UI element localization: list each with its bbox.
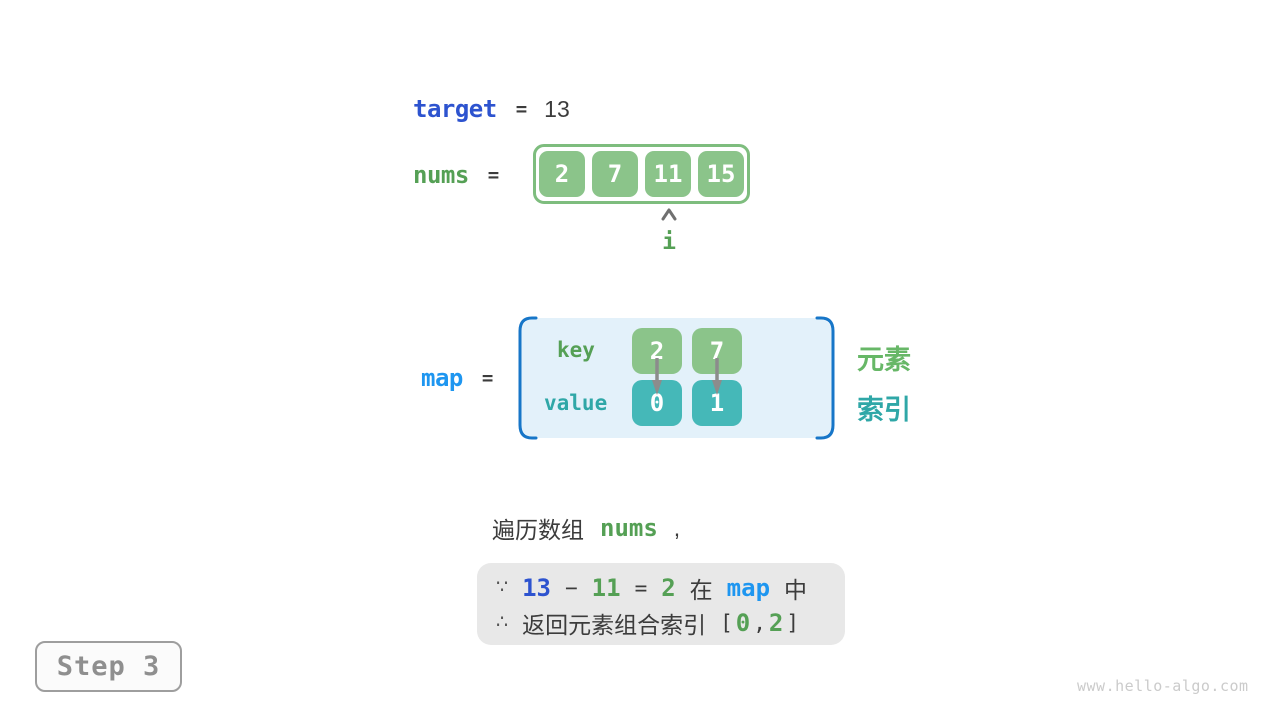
map-value-cell: 1 bbox=[692, 380, 742, 426]
equals-sign: = bbox=[487, 164, 500, 186]
map-variable: map bbox=[421, 364, 463, 392]
step-label: Step 3 bbox=[56, 651, 161, 682]
equals-sign: = bbox=[515, 98, 528, 120]
key-to-value-arrow-icon bbox=[652, 358, 662, 395]
because-symbol: ∵ bbox=[496, 577, 509, 598]
array-cell: 15 bbox=[698, 151, 744, 197]
target-assignment: target = 13 bbox=[413, 93, 570, 125]
target-number: 13 bbox=[522, 573, 551, 602]
open-bracket: [ bbox=[720, 610, 733, 635]
map-container: key value 2 7 0 1 bbox=[518, 316, 835, 440]
array-cell: 11 bbox=[645, 151, 691, 197]
conclusion-line-therefore: ∴ 返回元素组合索引 [ 0 , 2 ] bbox=[496, 605, 845, 640]
key-to-value-arrow-icon bbox=[712, 358, 722, 395]
nums-array: 2 7 11 15 bbox=[533, 144, 750, 204]
comma: , bbox=[753, 610, 766, 635]
result-index-2: 2 bbox=[768, 608, 784, 637]
array-cell: 7 bbox=[592, 151, 638, 197]
nums-code-ref: nums bbox=[600, 514, 658, 542]
zhong-word: 中 bbox=[784, 576, 808, 603]
in-word: 在 bbox=[689, 576, 713, 603]
result-number: 2 bbox=[661, 573, 676, 602]
map-bracket-right-icon bbox=[815, 316, 835, 440]
close-bracket: ] bbox=[786, 610, 799, 635]
map-assignment: map = bbox=[421, 362, 493, 394]
traverse-sentence: 遍历数组 nums , bbox=[492, 512, 680, 544]
return-text: 返回元素组合索引 bbox=[522, 611, 707, 638]
equals-sign: = bbox=[634, 575, 648, 600]
nums-variable: nums bbox=[413, 161, 469, 189]
minus-sign: − bbox=[565, 575, 578, 600]
element-label: 元素 bbox=[857, 345, 911, 375]
map-code-ref: map bbox=[726, 573, 771, 602]
index-label: 索引 bbox=[857, 395, 911, 425]
current-number: 11 bbox=[591, 573, 621, 602]
target-value: 13 bbox=[544, 95, 570, 122]
pointer-label: i bbox=[662, 229, 676, 255]
nums-assignment: nums = bbox=[413, 159, 499, 191]
equals-sign: = bbox=[481, 367, 494, 389]
conclusion-box: ∵ 13 − 11 = 2 在 map 中 ∴ 返回元素组合索引 [ 0 , 2… bbox=[477, 563, 845, 645]
array-cell: 2 bbox=[539, 151, 585, 197]
watermark: www.hello-algo.com bbox=[1077, 677, 1249, 695]
sentence-prefix: 遍历数组 bbox=[492, 517, 584, 543]
pointer-up-arrow-icon bbox=[661, 208, 677, 221]
result-index-1: 0 bbox=[735, 608, 751, 637]
sentence-comma: , bbox=[673, 514, 681, 541]
map-key-label: key bbox=[557, 338, 595, 362]
map-value-label: value bbox=[544, 391, 608, 415]
target-variable: target bbox=[413, 95, 497, 123]
map-bracket-left-icon bbox=[518, 316, 538, 440]
conclusion-line-because: ∵ 13 − 11 = 2 在 map 中 bbox=[496, 570, 845, 605]
therefore-symbol: ∴ bbox=[496, 612, 509, 633]
step-badge: Step 3 bbox=[35, 641, 182, 692]
map-value-cell: 0 bbox=[632, 380, 682, 426]
